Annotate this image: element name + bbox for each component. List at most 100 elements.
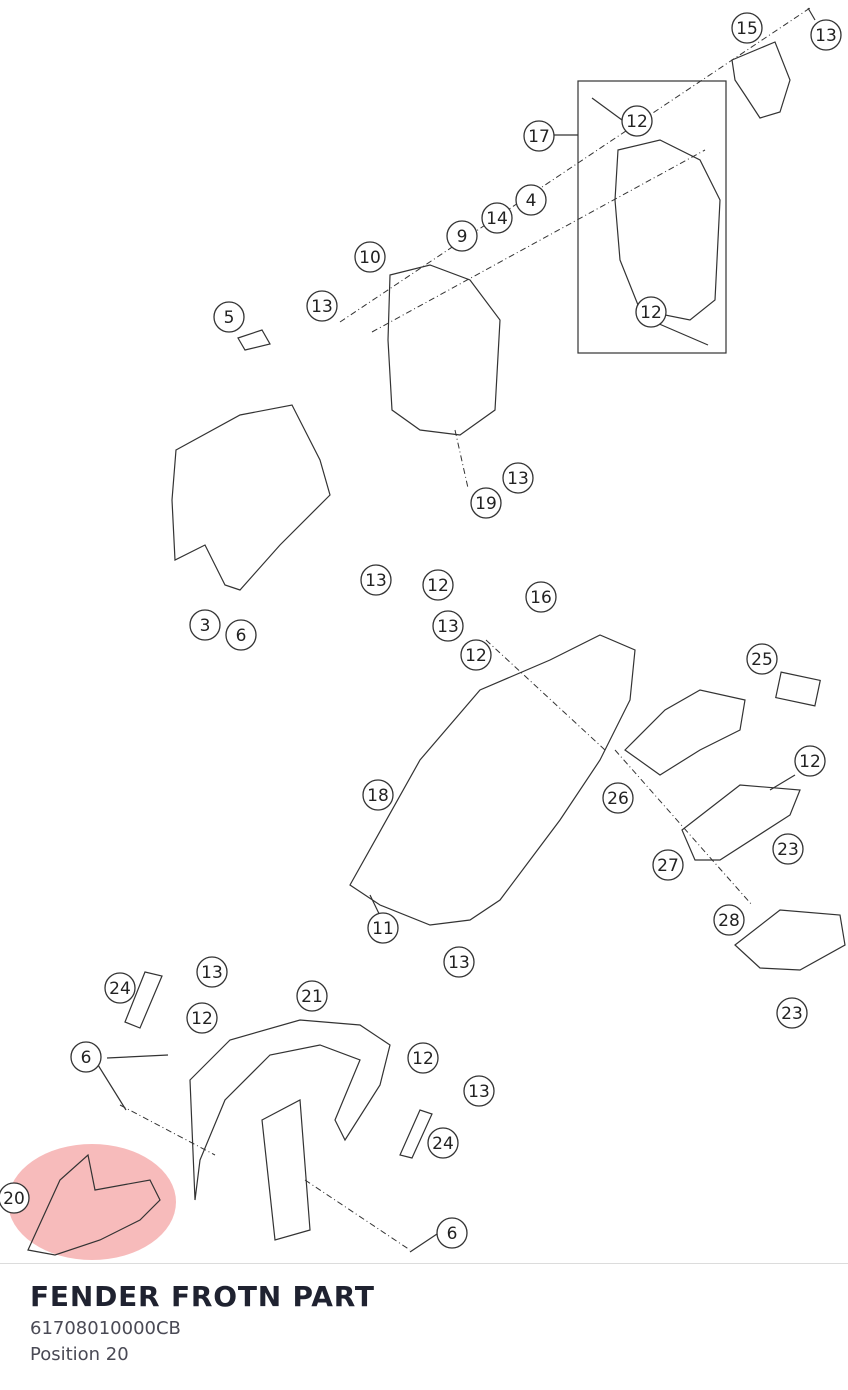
callout-12: 12 — [186, 1002, 218, 1034]
callout-circle — [436, 1217, 468, 1249]
callout-13: 13 — [196, 956, 228, 988]
callout-circle — [776, 997, 808, 1029]
callout-6: 6 — [225, 619, 257, 651]
callout-label: 28 — [718, 911, 740, 931]
callout-label: 13 — [448, 953, 470, 973]
callout-24: 24 — [427, 1127, 459, 1159]
callout-label: 13 — [815, 26, 837, 46]
callout-circle — [443, 946, 475, 978]
part-5-clip — [237, 329, 271, 351]
callout-circle — [104, 972, 136, 1004]
callout-20: 20 — [0, 1182, 30, 1214]
callout-12: 12 — [794, 745, 826, 777]
selected-part-highlight — [8, 1144, 176, 1260]
callout-circle — [810, 19, 842, 51]
leader-lines — [119, 7, 811, 1251]
callout-25: 25 — [746, 643, 778, 675]
callout-label: 13 — [201, 963, 223, 983]
callout-23: 23 — [776, 997, 808, 1029]
callout-circle — [523, 120, 555, 152]
callout-circle — [746, 643, 778, 675]
part-title: FENDER FROTN PART — [30, 1280, 375, 1313]
callout-13: 13 — [443, 946, 475, 978]
callout-9: 9 — [446, 220, 478, 252]
callout-circle — [652, 849, 684, 881]
callout-circle — [481, 202, 513, 234]
callout-label: 3 — [200, 616, 211, 636]
callout-13: 13 — [432, 610, 464, 642]
callout-label: 24 — [109, 979, 131, 999]
part-26-holder — [624, 689, 746, 776]
callout-label: 11 — [372, 919, 394, 939]
callout-circle — [731, 12, 763, 44]
part-24-upper — [124, 971, 163, 1029]
callout-label: 16 — [530, 588, 552, 608]
part-28-tray — [734, 909, 846, 971]
callout-label: 26 — [607, 789, 629, 809]
callout-label: 12 — [799, 752, 821, 772]
part-position: Position 20 — [30, 1344, 129, 1365]
part-21-fender — [189, 1019, 391, 1201]
callout-label: 20 — [3, 1189, 25, 1209]
callout-label: 13 — [507, 469, 529, 489]
callout-13: 13 — [360, 564, 392, 596]
callout-circle — [225, 619, 257, 651]
callout-label: 9 — [457, 227, 468, 247]
callout-10: 10 — [354, 241, 386, 273]
callout-label: 21 — [301, 987, 323, 1007]
callout-13: 13 — [502, 462, 534, 494]
callout-label: 13 — [468, 1082, 490, 1102]
part-info-panel: FENDER FROTN PART 61708010000CB Position… — [30, 1278, 830, 1368]
callout-circle — [367, 912, 399, 944]
callout-circle — [354, 241, 386, 273]
callout-circle — [213, 301, 245, 333]
callout-21: 21 — [296, 980, 328, 1012]
callout-label: 6 — [236, 626, 247, 646]
part-18-tail — [349, 634, 636, 926]
callout-12: 12 — [407, 1042, 439, 1074]
part-10-mask — [387, 264, 501, 436]
callout-6: 6 — [436, 1217, 468, 1249]
callout-label: 12 — [626, 112, 648, 132]
callout-13: 13 — [463, 1075, 495, 1107]
fairing-left — [171, 404, 331, 591]
callout-label: 12 — [640, 303, 662, 323]
callout-18: 18 — [362, 779, 394, 811]
callout-17: 17 — [523, 120, 555, 152]
callout-label: 24 — [432, 1134, 454, 1154]
callout-label: 12 — [191, 1009, 213, 1029]
callout-label: 6 — [447, 1224, 458, 1244]
callout-circle — [427, 1127, 459, 1159]
callout-12: 12 — [422, 569, 454, 601]
callout-label: 4 — [526, 191, 537, 211]
callout-circle — [525, 581, 557, 613]
callout-label: 6 — [81, 1048, 92, 1068]
callout-circle — [362, 779, 394, 811]
callout-12: 12 — [460, 639, 492, 671]
callout-27: 27 — [652, 849, 684, 881]
callout-label: 23 — [777, 840, 799, 860]
callout-23: 23 — [772, 833, 804, 865]
callout-label: 12 — [412, 1049, 434, 1069]
callout-26: 26 — [602, 782, 634, 814]
part-17-housing — [614, 139, 721, 321]
callout-label: 19 — [475, 494, 497, 514]
callout-label: 25 — [751, 650, 773, 670]
callout-circle — [794, 745, 826, 777]
callout-circle — [422, 569, 454, 601]
part-number: 61708010000CB — [30, 1318, 181, 1339]
callout-circle — [713, 904, 745, 936]
callout-19: 19 — [470, 487, 502, 519]
callout-15: 15 — [731, 12, 763, 44]
callout-label: 27 — [657, 856, 679, 876]
part-24-lower — [399, 1109, 433, 1159]
callout-13: 13 — [810, 19, 842, 51]
callout-28: 28 — [713, 904, 745, 936]
callout-24: 24 — [104, 972, 136, 1004]
callout-circle — [446, 220, 478, 252]
callout-14: 14 — [481, 202, 513, 234]
callout-label: 12 — [427, 576, 449, 596]
callout-circle — [460, 639, 492, 671]
callout-circle — [621, 105, 653, 137]
